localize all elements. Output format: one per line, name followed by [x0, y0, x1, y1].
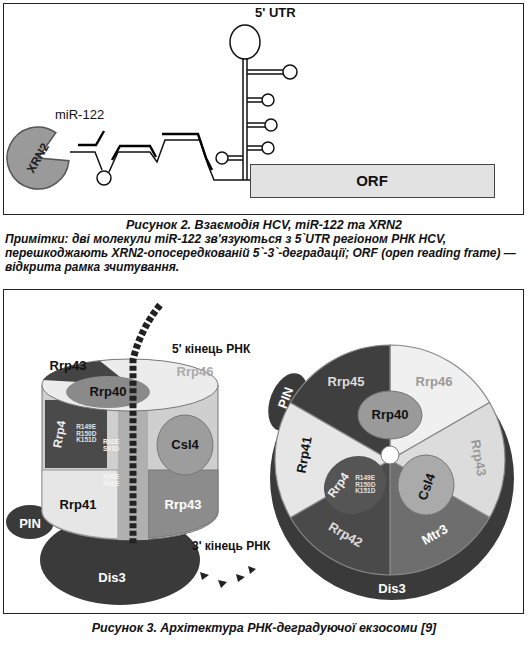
- subunit-region: Rrp45: [316, 373, 376, 391]
- subunit-region: Rrp46: [165, 363, 225, 381]
- subunit-region: Rrp42: [315, 526, 375, 544]
- subunit-region: Rrp46: [404, 373, 464, 391]
- subunit-name: Csl4: [171, 438, 198, 452]
- subunit-name: Rrp41: [60, 498, 97, 512]
- subunit-region: Rrp40: [360, 406, 420, 424]
- mirna-strand: [78, 131, 212, 170]
- subunit-region: Csl4: [397, 478, 457, 496]
- subunit-region: PIN: [10, 515, 50, 533]
- subunit-name: Rrp43: [165, 498, 202, 512]
- rna-end-label: 5' кінець РНК: [172, 343, 292, 357]
- subunit-region: Csl4: [155, 436, 215, 454]
- subunit-region: Rrp43: [38, 357, 98, 375]
- subunit-region: Rrp43: [448, 449, 508, 467]
- subunit-region: Dis3: [82, 569, 142, 587]
- subunit-name: Rrp46: [177, 365, 214, 379]
- subunit-name: Rrp4: [51, 419, 68, 448]
- mutation-text: R149E R150D K151D: [355, 475, 385, 495]
- figure-note: Примітки: дві молекули miR-122 зв'язують…: [5, 233, 523, 274]
- subunit-region: PIN: [266, 389, 306, 407]
- subunit-name: PIN: [276, 385, 296, 410]
- region-label: 5' UTR: [255, 6, 335, 21]
- subunit-name: Rrp40: [90, 385, 127, 399]
- subunit-name: Dis3: [98, 571, 125, 585]
- subunit-name: Rrp40: [372, 408, 409, 422]
- mutation-text: R149E R150D K151D: [76, 424, 106, 444]
- subunit-region: Rrp41: [274, 446, 334, 464]
- mutation-label: R95E R96E: [103, 473, 131, 488]
- subunit-region: Rrp4R149E R150D K151D: [322, 458, 388, 512]
- subunit-name: Rrp45: [328, 375, 365, 389]
- subunit-name: Rrp4: [326, 470, 352, 500]
- rna-end-label: 3' кінець РНК: [192, 540, 302, 554]
- exosome-top-view: [261, 345, 514, 600]
- rna-strand: [70, 25, 297, 185]
- subunit-region: Rrp41: [48, 496, 108, 514]
- subunit-region: Rrp43: [153, 496, 213, 514]
- subunit-region: Mtr3: [405, 526, 465, 544]
- orf-box: ORF: [250, 164, 495, 198]
- subunit-name: PIN: [19, 517, 41, 531]
- subunit-name: Rrp46: [416, 375, 453, 389]
- enzyme-outline: [7, 127, 69, 189]
- subunit-name: Dis3: [378, 582, 405, 596]
- subunit-region: Rrp40: [78, 383, 138, 401]
- subunit-region: Rrp4 R149E R150D K151D: [45, 401, 107, 467]
- mutation-label: R92E S93D: [103, 438, 131, 453]
- figure-caption: Рисунок 3. Архітектура РНК-деградуючої е…: [3, 621, 525, 635]
- subunit-region: Dis3: [362, 580, 422, 598]
- panel-frame: [4, 4, 524, 215]
- subunit-name: Rrp43: [50, 359, 87, 373]
- enzyme-circle: XRN2: [5, 125, 71, 191]
- subunit-name: Mtr3: [420, 522, 451, 548]
- figure-caption: Рисунок 2. Взаємодія HCV, miR-122 та XRN…: [3, 218, 525, 232]
- subunit-name: ORF: [356, 173, 388, 189]
- molecule-label: miR-122: [55, 108, 135, 123]
- panel-frame: [4, 290, 524, 614]
